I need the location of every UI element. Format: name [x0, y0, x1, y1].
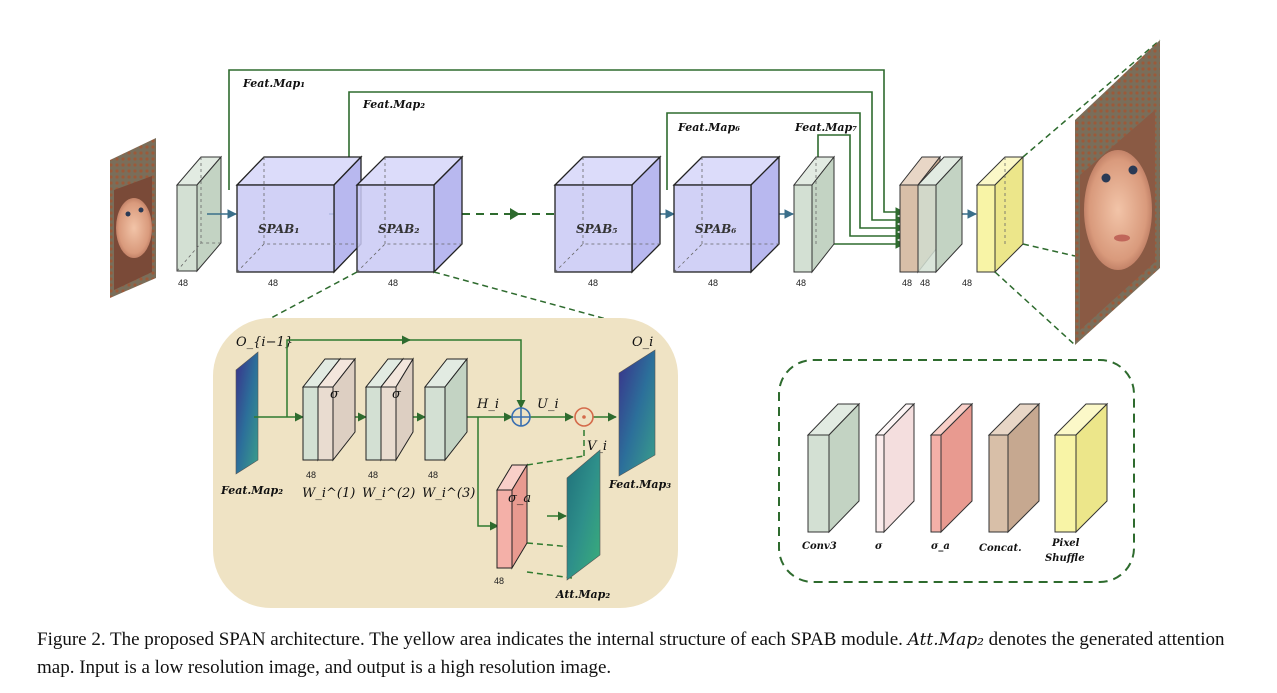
- channels-label: 48: [902, 278, 912, 288]
- att-map-2-label: Att.Map₂: [555, 588, 610, 601]
- ellipsis-arrow: [448, 208, 555, 220]
- channels-label: 48: [428, 470, 438, 480]
- zoom-lines: [257, 271, 611, 326]
- sigma-a-label: σ_a: [508, 491, 531, 506]
- legend-sigma-label: σ: [875, 541, 883, 552]
- caption-suffix: denotes the generated attention map. Inp…: [37, 629, 1225, 678]
- sigma-activation-2: [379, 357, 414, 462]
- skip-connections: [228, 69, 905, 249]
- spab-1-label: SPAB₁: [258, 222, 300, 236]
- spab-block-5: [553, 155, 662, 274]
- sigma-a-block: [496, 463, 528, 570]
- feat-map-1-label: Feat.Map₁: [242, 77, 305, 90]
- caption-math: Att.Map₂: [907, 630, 984, 650]
- channels-label: 48: [306, 470, 316, 480]
- pixel-shuffle-block: [975, 155, 1025, 274]
- channels-label: 48: [920, 278, 930, 288]
- output-feature-map: [618, 349, 656, 477]
- feat-map-3-label: Feat.Map₃: [608, 478, 671, 491]
- w2-label: W_i^(2): [362, 486, 415, 501]
- u-i-label: U_i: [537, 397, 559, 412]
- output-projection-lines: [994, 39, 1161, 346]
- w3-label: W_i^(3): [422, 486, 475, 501]
- legend-sigma-swatch: [874, 402, 916, 534]
- conv-block-first: [175, 155, 223, 273]
- feat-map-2-detail-label: Feat.Map₂: [220, 484, 283, 497]
- spab-2-label: SPAB₂: [378, 222, 420, 236]
- channels-label: 48: [494, 576, 504, 586]
- channels-label: 48: [178, 278, 188, 288]
- spab-5-label: SPAB₅: [576, 222, 618, 236]
- attention-map: [566, 449, 601, 581]
- channels-label: 48: [388, 278, 398, 288]
- feat-map-2-label: Feat.Map₂: [362, 98, 425, 111]
- legend-panel: [778, 359, 1135, 583]
- spab-block-2: [355, 155, 464, 274]
- legend-pixel-shuffle-label-2: Shuffle: [1045, 553, 1085, 564]
- spab-block-1: [235, 155, 363, 274]
- legend-concat-swatch: [987, 402, 1041, 534]
- legend-pixel-shuffle-swatch: [1053, 402, 1109, 534]
- conv-w3-block: [423, 357, 469, 462]
- span-architecture-diagram: Feat.Map₁ Feat.Map₂ Feat.Map₆ Feat.Map₇ …: [110, 39, 1161, 608]
- sigma-activation-1: [316, 357, 357, 462]
- channels-label: 48: [962, 278, 972, 288]
- legend-conv3-swatch: [806, 402, 861, 534]
- feat-map-6-label: Feat.Map₆: [677, 121, 740, 134]
- input-image: [110, 138, 156, 298]
- feat-map-7-label: Feat.Map₇: [794, 121, 857, 134]
- channels-label: 48: [268, 278, 278, 288]
- h-i-label: H_i: [476, 397, 499, 412]
- conv-block-after-concat: [916, 155, 964, 274]
- sigma-2-label: σ: [392, 387, 402, 402]
- caption-prefix: Figure 2. The proposed SPAN architecture…: [37, 629, 903, 650]
- detail-skip-lines: [254, 335, 617, 531]
- input-feature-map: [235, 351, 259, 475]
- v-i-label: V_i: [587, 439, 607, 454]
- detail-attention-dashes: [526, 427, 585, 579]
- figure-caption: Figure 2. The proposed SPAN architecture…: [37, 626, 1252, 682]
- spab-6-label: SPAB₆: [695, 222, 737, 236]
- o-prev-label: O_{i−1}: [236, 335, 293, 350]
- legend-pixel-shuffle-label-1: Pixel: [1051, 538, 1080, 549]
- output-image: [1075, 40, 1160, 345]
- legend-conv3-label: Conv3: [802, 541, 837, 552]
- element-wise-multiply-node: [574, 407, 594, 427]
- conv-block-last: [792, 155, 836, 274]
- w1-label: W_i^(1): [302, 486, 355, 501]
- element-wise-add-node: [511, 407, 531, 427]
- legend-sigma-a-label: σ_a: [931, 541, 950, 552]
- spab-block-6: [672, 155, 781, 274]
- channels-label: 48: [708, 278, 718, 288]
- channels-label: 48: [368, 470, 378, 480]
- channels-label: 48: [796, 278, 806, 288]
- sigma-1-label: σ: [330, 387, 340, 402]
- channels-label: 48: [588, 278, 598, 288]
- o-out-label: O_i: [632, 335, 653, 350]
- legend-concat-label: Concat.: [979, 543, 1022, 554]
- legend-sigma-a-swatch: [929, 402, 974, 534]
